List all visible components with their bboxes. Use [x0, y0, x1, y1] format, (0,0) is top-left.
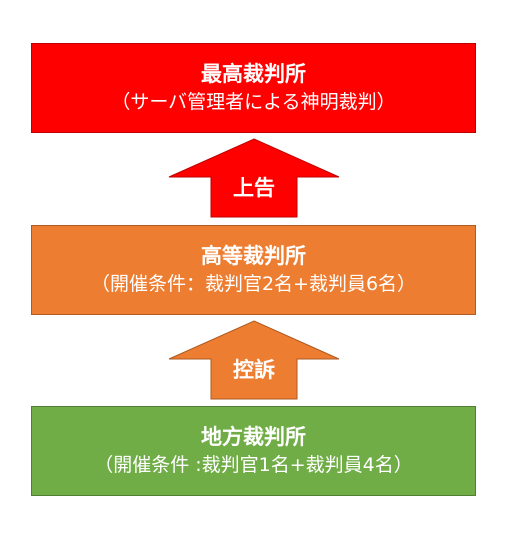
supreme-court-title: 最高裁判所: [201, 62, 306, 86]
appeal-koso-arrow: [168, 320, 340, 400]
district-court-box: 地方裁判所 （開催条件 :裁判官1名+裁判員4名）: [31, 406, 476, 496]
appeal-koso-label: 控訴: [233, 358, 275, 382]
appeal-jokoku-arrow: [168, 138, 340, 218]
supreme-court-box: 最高裁判所 （サーバ管理者による神明裁判）: [31, 43, 476, 133]
appeal-jokoku-arrow-shape: [168, 138, 340, 218]
appeal-koso-arrow-shape: [168, 320, 340, 400]
district-court-subtitle: （開催条件 :裁判官1名+裁判員4名）: [94, 454, 413, 476]
high-court-box: 高等裁判所 （開催条件：裁判官2名+裁判員6名）: [31, 225, 476, 315]
high-court-subtitle: （開催条件：裁判官2名+裁判員6名）: [90, 273, 417, 295]
supreme-court-subtitle: （サーバ管理者による神明裁判）: [111, 91, 396, 113]
high-court-title: 高等裁判所: [201, 244, 306, 268]
appeal-jokoku-label: 上告: [233, 176, 275, 200]
district-court-title: 地方裁判所: [201, 425, 306, 449]
